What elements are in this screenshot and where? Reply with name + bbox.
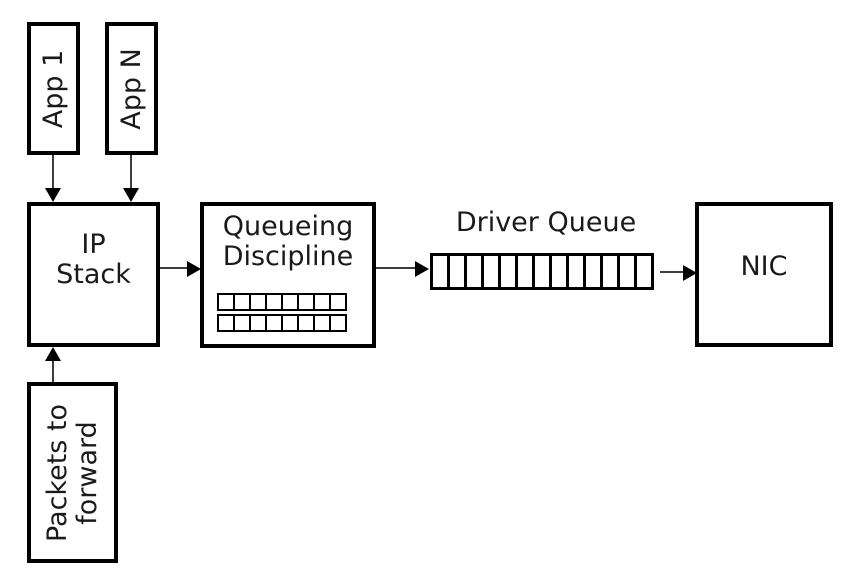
arrowhead-down-icon xyxy=(123,188,139,202)
node-queueing-discipline: Queueing Discipline xyxy=(200,202,376,348)
node-packets-to-forward-label: Packets to forward xyxy=(41,403,103,542)
connector-line xyxy=(660,271,688,273)
qdisc-queue-cell xyxy=(329,314,347,332)
arrowhead-up-icon xyxy=(45,347,61,361)
node-app-n-label: App N xyxy=(115,47,147,130)
node-app-1-label: App 1 xyxy=(37,49,69,128)
connector-line xyxy=(160,267,190,269)
connector-line xyxy=(376,267,419,269)
qdisc-queue-grid xyxy=(217,293,347,332)
qdisc-queue-row xyxy=(217,314,347,332)
driver-queue-cell xyxy=(634,253,654,290)
node-nic-label: NIC xyxy=(740,251,788,282)
arrowhead-right-icon xyxy=(683,265,697,281)
node-app-n: App N xyxy=(105,22,158,155)
qdisc-queue-cell xyxy=(329,293,347,311)
node-queueing-discipline-label: Queueing Discipline xyxy=(222,211,354,273)
node-packets-to-forward: Packets to forward xyxy=(27,382,118,563)
connector-line xyxy=(52,360,54,382)
connector-line xyxy=(130,155,132,189)
node-driver-queue-label: Driver Queue xyxy=(455,207,637,238)
arrowhead-right-icon xyxy=(187,261,201,277)
driver-queue-cells xyxy=(430,253,654,290)
arrowhead-down-icon xyxy=(45,188,61,202)
node-app-1: App 1 xyxy=(27,22,80,155)
node-ip-stack: IP Stack xyxy=(27,202,160,347)
node-nic: NIC xyxy=(695,202,833,347)
qdisc-queue-row xyxy=(217,293,347,311)
arrowhead-right-icon xyxy=(415,261,429,277)
connector-line xyxy=(52,155,54,189)
node-ip-stack-label: IP Stack xyxy=(56,229,131,291)
